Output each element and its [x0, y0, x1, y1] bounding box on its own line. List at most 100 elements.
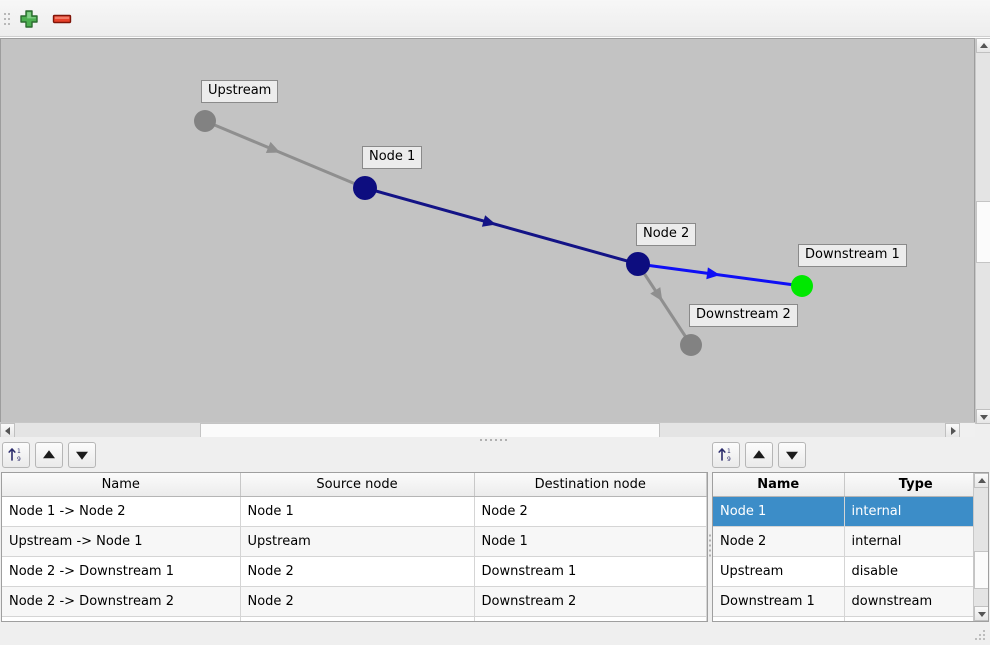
scroll-right-button[interactable] — [945, 423, 960, 438]
canvas-horizontal-scrollbar[interactable] — [0, 422, 975, 438]
graph-edge-arrow-node2-downstream2 — [650, 287, 663, 302]
graph-node-label-downstream2[interactable]: Downstream 2 — [689, 304, 798, 327]
add-node-button[interactable] — [16, 6, 42, 32]
nodes-sort-button[interactable]: 1 9 — [712, 442, 740, 468]
nodes-table-empty-row — [713, 616, 988, 621]
edges-table-column-header[interactable]: Name — [2, 473, 241, 497]
graph-node-label-upstream[interactable]: Upstream — [201, 80, 279, 103]
edges-table-cell[interactable]: Node 2 — [240, 586, 475, 617]
window-resize-grip[interactable] — [975, 630, 987, 642]
graph-node-node1[interactable] — [353, 176, 377, 200]
edges-table-cell[interactable]: Node 2 -> Downstream 1 — [2, 556, 241, 587]
nodes-table-cell[interactable]: Node 1 — [713, 496, 845, 527]
horizontal-scroll-thumb[interactable] — [200, 423, 660, 438]
edges-table-cell[interactable]: Node 1 -> Node 2 — [2, 496, 241, 527]
triangle-up-icon — [753, 450, 765, 459]
nodes-table-cell[interactable]: Downstream 1 — [713, 586, 845, 617]
graph-edge-upstream-node1[interactable] — [204, 119, 366, 190]
edges-table-empty-cell — [2, 616, 241, 621]
edges-table-cell[interactable]: Upstream — [240, 526, 475, 557]
edges-table-cell[interactable]: Node 1 — [240, 496, 475, 527]
graph-node-node2[interactable] — [626, 252, 650, 276]
graph-edge-node1-node2[interactable] — [364, 186, 639, 266]
edges-table-cell[interactable]: Node 2 — [474, 496, 707, 527]
nodes-table-toolbar: 1 9 — [712, 442, 811, 470]
edges-table-cell[interactable]: Downstream 2 — [474, 586, 707, 617]
nodes-table-cell[interactable]: downstream — [844, 586, 988, 617]
edges-table-cell[interactable]: Node 2 — [240, 556, 475, 587]
graph-node-label-node2[interactable]: Node 2 — [636, 223, 697, 246]
toolbar-drag-handle[interactable] — [4, 10, 10, 28]
edges-sort-button[interactable]: 1 9 — [2, 442, 30, 468]
graph-drawing — [194, 110, 813, 356]
edges-table-cell[interactable]: Downstream 1 — [474, 556, 707, 587]
horizontal-splitter[interactable] — [0, 437, 990, 444]
edges-table-empty-row — [2, 616, 707, 621]
nodes-scroll-up-button[interactable] — [974, 473, 988, 488]
graph-edge-arrow-node2-downstream1 — [706, 267, 720, 280]
svg-text:1: 1 — [727, 448, 731, 455]
edges-table-column-header[interactable]: Destination node — [474, 473, 707, 497]
edges-table-cell[interactable]: Node 2 -> Downstream 2 — [2, 586, 241, 617]
canvas-vertical-scrollbar[interactable] — [975, 38, 990, 424]
triangle-up-icon — [43, 450, 55, 459]
nodes-move-up-button[interactable] — [745, 442, 773, 468]
sort-ascending-icon: 1 9 — [718, 448, 731, 463]
nodes-table-column-header[interactable]: Name — [713, 473, 845, 497]
edges-table-column-header[interactable]: Source node — [240, 473, 475, 497]
scroll-down-button[interactable] — [976, 409, 990, 424]
nodes-scroll-down-button[interactable] — [974, 606, 988, 621]
nodes-table-empty-cell — [844, 616, 988, 621]
graph-node-label-downstream1[interactable]: Downstream 1 — [798, 244, 907, 267]
nodes-table-cell[interactable]: internal — [844, 526, 988, 557]
graph-node-downstream1[interactable] — [791, 275, 813, 297]
svg-text:1: 1 — [17, 448, 21, 455]
svg-text:9: 9 — [17, 456, 21, 463]
main-toolbar — [0, 0, 990, 37]
edges-table-empty-cell — [240, 616, 475, 621]
nodes-table-cell[interactable]: internal — [844, 496, 988, 527]
nodes-scroll-thumb[interactable] — [974, 551, 988, 589]
nodes-table-empty-cell — [713, 616, 845, 621]
graph-node-upstream[interactable] — [194, 110, 216, 132]
vertical-scroll-thumb[interactable] — [976, 201, 990, 263]
edges-move-up-button[interactable] — [35, 442, 63, 468]
nodes-table-scrollbar[interactable] — [973, 473, 988, 621]
nodes-table-cell[interactable]: disable — [844, 556, 988, 587]
graph-edge-node2-downstream2[interactable] — [636, 263, 693, 346]
splitter-grip — [480, 439, 510, 442]
edges-table-cell[interactable]: Upstream -> Node 1 — [2, 526, 241, 557]
scroll-left-button[interactable] — [0, 423, 15, 438]
nodes-table-cell[interactable]: Node 2 — [713, 526, 845, 557]
svg-text:9: 9 — [727, 456, 731, 463]
red-minus-icon — [52, 14, 72, 24]
edges-table-empty-cell — [474, 616, 707, 621]
edges-move-down-button[interactable] — [68, 442, 96, 468]
remove-node-button[interactable] — [49, 6, 75, 32]
edges-table-cell[interactable]: Node 1 — [474, 526, 707, 557]
graph-node-label-node1[interactable]: Node 1 — [362, 146, 423, 169]
nodes-move-down-button[interactable] — [778, 442, 806, 468]
vertical-splitter[interactable] — [708, 472, 712, 622]
scroll-up-button[interactable] — [976, 38, 990, 53]
green-plus-icon — [20, 10, 38, 28]
nodes-table-cell[interactable]: Upstream — [713, 556, 845, 587]
graph-node-downstream2[interactable] — [680, 334, 702, 356]
nodes-table-column-header[interactable]: Type — [844, 473, 988, 497]
